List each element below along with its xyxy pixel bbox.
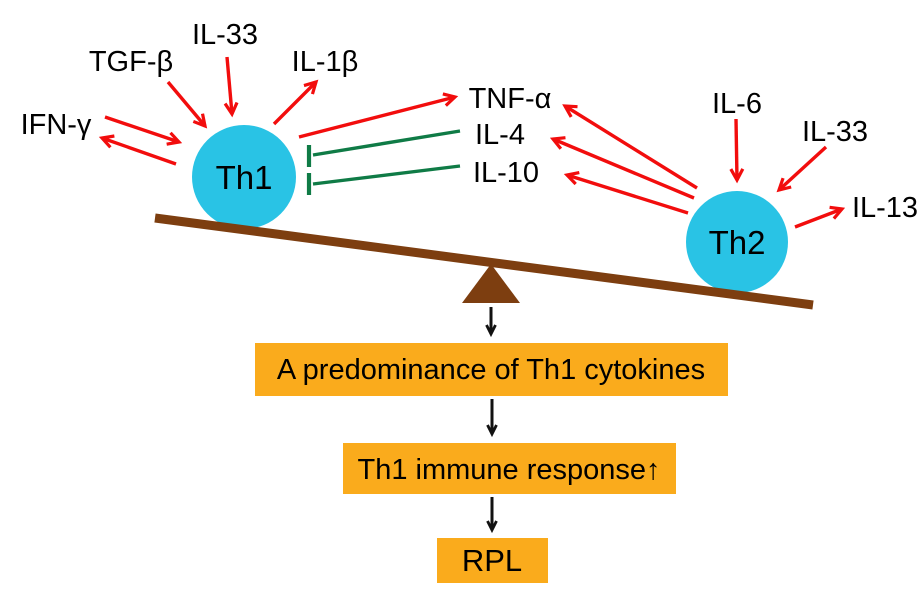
arrow-th2-to-il-4-icon [549, 136, 695, 200]
tnf-alpha-label: TNF-α [469, 83, 552, 115]
il-1beta-label: IL-1β [292, 46, 359, 78]
arrow-ifn-gamma-to-th1-icon [104, 115, 183, 146]
arrow-th2-to-tnf-alpha-icon [562, 104, 698, 190]
inhibit-il-10-to-th1-icon [306, 164, 461, 195]
il-13-label: IL-13 [852, 192, 918, 224]
il-33-right-label: IL-33 [802, 116, 868, 148]
arrow-tgf-beta-to-th1-icon [166, 80, 208, 129]
ifn-gamma-label: IFN-γ [21, 109, 92, 141]
th2-cell-circle [686, 191, 788, 293]
step1-box [255, 343, 728, 396]
arrow-il-33-to-th1-icon [223, 56, 239, 118]
step1-box-label: A predominance of Th1 cytokines [277, 354, 705, 386]
th1-cell-circle [192, 125, 296, 229]
step3-box [437, 538, 548, 583]
step2-box-label: Th1 immune response↑ [357, 454, 660, 486]
step2-box [343, 443, 676, 494]
th1-label: Th1 [216, 159, 273, 196]
il-10-label: IL-10 [473, 157, 539, 189]
arrow-th2-to-il-13-icon [794, 205, 846, 229]
fulcrum-triangle [462, 264, 520, 303]
step3-box-label: RPL [462, 543, 522, 578]
il-6-label: IL-6 [712, 88, 762, 120]
seesaw-beam [154, 213, 814, 310]
th2-label: Th2 [709, 224, 766, 261]
il-4-label: IL-4 [475, 119, 525, 151]
tgf-beta-label: TGF-β [89, 46, 173, 78]
arrow-th1-to-tnf-alpha-icon [298, 92, 459, 139]
il-33-left-label: IL-33 [192, 19, 258, 51]
arrow-il-6-to-th2-icon [729, 118, 745, 184]
inhibit-il-4-to-th1-icon [306, 129, 461, 167]
arrow-th2-to-il-10-icon [563, 171, 689, 215]
arrow-th1-to-ifn-gamma-icon [98, 134, 177, 166]
arrow-il-33-to-th2-icon [776, 145, 828, 193]
arrow-th1-to-il-1beta-icon [272, 79, 319, 126]
